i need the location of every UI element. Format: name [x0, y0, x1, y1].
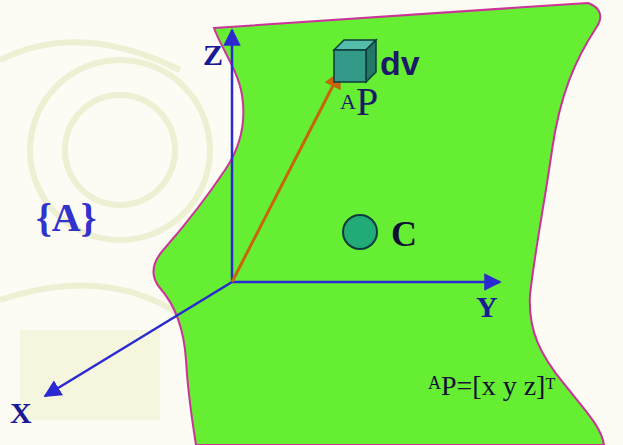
label-group: Y [476, 292, 498, 322]
frame-axes [45, 30, 500, 396]
vector-name: P [356, 79, 378, 124]
label-group: dv [380, 46, 420, 80]
axis-name: Y [476, 290, 498, 323]
label-group: {A} [36, 198, 96, 238]
label-group: AP [340, 82, 378, 122]
frame-superscript: A [340, 89, 356, 114]
label-group: AP=[x y z]T [428, 372, 555, 400]
z-axis [231, 30, 234, 282]
volume-element-label: dv [380, 44, 420, 82]
y-axis [232, 281, 500, 284]
transpose-superscript: T [545, 375, 555, 392]
volume-element [334, 40, 376, 82]
axis-name: X [10, 396, 32, 429]
label-group: Z [203, 40, 223, 70]
label-group: C [391, 216, 417, 252]
label-group: X [10, 398, 32, 428]
vector-formula: P=[x y z] [441, 370, 545, 401]
frame-name: {A} [36, 195, 96, 240]
axis-name: Z [203, 38, 223, 71]
position-vector [232, 72, 340, 282]
center-label: C [391, 214, 417, 254]
x-axis [45, 282, 232, 396]
body-region [154, 3, 604, 445]
center-of-mass [343, 215, 377, 249]
frame-superscript: A [428, 373, 441, 393]
